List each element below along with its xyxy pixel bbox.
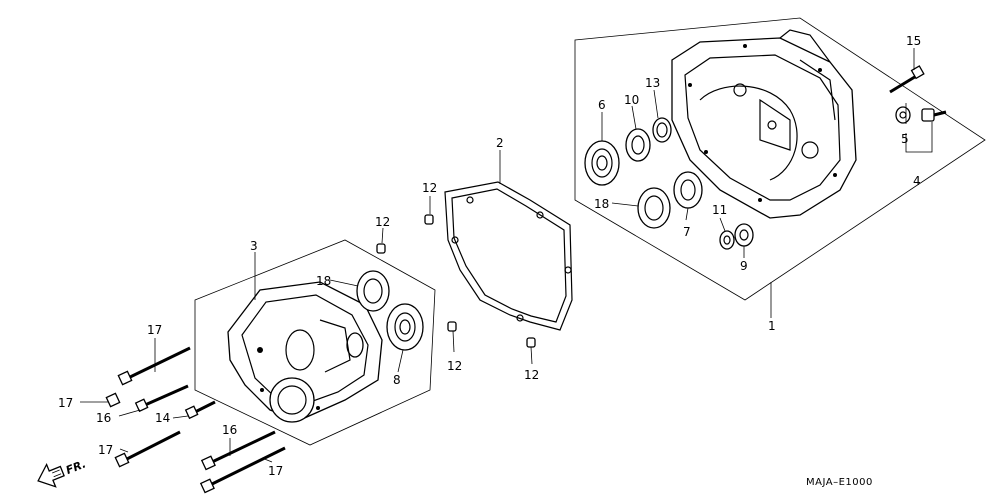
callout-12-c: 12	[447, 359, 462, 373]
callout-14: 14	[155, 411, 170, 425]
callout-12-b: 12	[375, 215, 390, 229]
transmission-case	[671, 29, 857, 219]
bolt-16-left	[134, 384, 189, 413]
callout-18-b: 18	[316, 274, 331, 288]
callout-17-a: 17	[147, 323, 162, 337]
bearing-6	[584, 140, 620, 186]
cover-assembly-outline	[194, 239, 436, 446]
bolt-16-bottom	[200, 430, 276, 471]
dowel-pin-12d	[526, 337, 536, 348]
washer-5	[895, 106, 911, 124]
bearing-10	[625, 128, 651, 162]
callout-18-a: 18	[594, 197, 609, 211]
case-assembly-outline	[574, 17, 986, 301]
side-cover	[227, 281, 383, 423]
callout-8: 8	[393, 373, 401, 387]
callout-10: 10	[624, 93, 639, 107]
bolt-17-top	[117, 346, 191, 386]
dowel-pin-12b	[376, 243, 386, 254]
callout-11: 11	[712, 203, 727, 217]
leader-lines	[80, 48, 933, 463]
callout-5: 5	[901, 132, 909, 146]
callout-16-a: 16	[96, 411, 111, 425]
plug-4	[921, 108, 947, 122]
gasket	[444, 181, 573, 331]
front-direction-arrow: FR.	[37, 457, 88, 488]
callout-2: 2	[496, 136, 504, 150]
front-label: FR.	[64, 457, 88, 477]
bolt-17-left	[105, 392, 121, 408]
bolt-15	[889, 65, 925, 94]
callout-3: 3	[250, 239, 258, 253]
bearing-18-lower	[356, 270, 390, 312]
callout-6: 6	[598, 98, 606, 112]
seal-11	[719, 230, 735, 250]
seal-13	[652, 117, 672, 143]
callout-12-a: 12	[422, 181, 437, 195]
bolt-17-bottom	[114, 430, 181, 468]
callout-15: 15	[906, 34, 921, 48]
callout-17-c: 17	[98, 443, 113, 457]
callout-17-b: 17	[58, 396, 73, 410]
bolt-17-lowest	[199, 446, 286, 494]
bushing-9	[734, 223, 754, 247]
arrow-left-icon	[37, 462, 65, 488]
callout-9: 9	[740, 259, 748, 273]
diagram-code: MAJA–E1000	[806, 477, 873, 488]
callout-labels: 1 2 3 4 5 6 7 8 9 10 11 12 12 12 12 13 1…	[58, 34, 921, 478]
callout-16-b: 16	[222, 423, 237, 437]
callout-17-d: 17	[268, 464, 283, 478]
bearing-7	[673, 171, 703, 209]
dowel-pin-12c	[447, 321, 457, 332]
bolt-14	[184, 400, 216, 420]
bearing-8	[386, 303, 424, 351]
bearing-18-upper	[637, 187, 671, 229]
callout-7: 7	[683, 225, 691, 239]
callout-12-d: 12	[524, 368, 539, 382]
callout-1: 1	[768, 319, 776, 333]
dowel-pin-12a	[424, 214, 434, 225]
callout-13: 13	[645, 76, 660, 90]
callout-4: 4	[913, 174, 921, 188]
